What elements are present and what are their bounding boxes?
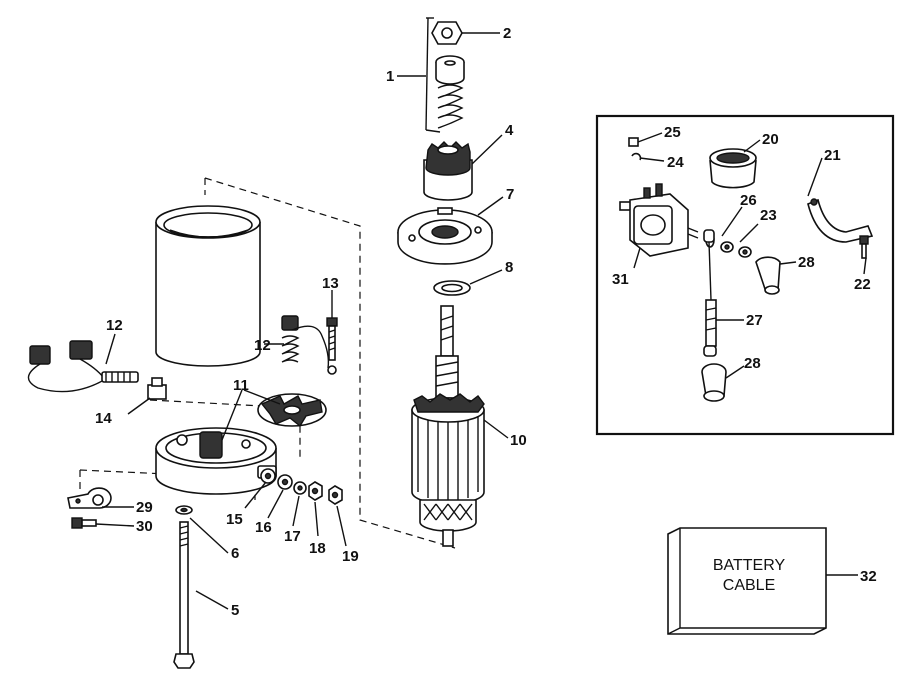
part-22-screw — [859, 235, 869, 259]
callout-7: 7 — [506, 186, 514, 203]
callout-10: 10 — [510, 432, 527, 449]
solenoid-inset-box — [595, 114, 895, 436]
part-28-elbow-boot — [755, 256, 781, 295]
callout-32: 32 — [860, 568, 877, 585]
part-7-drive-end-plate — [397, 207, 493, 265]
callout-11: 11 — [233, 377, 249, 394]
callout-23: 23 — [760, 207, 777, 224]
callout-12-right: 12 — [254, 337, 271, 354]
part-15-washer — [260, 468, 276, 484]
part-12-brush-set-left — [27, 340, 139, 393]
battery-cable-line2: CABLE — [723, 577, 775, 594]
part-6-washer — [175, 505, 193, 515]
callout-16: 16 — [255, 519, 272, 536]
callout-6: 6 — [231, 545, 239, 562]
callout-2: 2 — [503, 25, 511, 42]
part-5-through-bolt — [173, 521, 195, 669]
callout-15: 15 — [226, 511, 243, 528]
part-23-washer — [720, 241, 734, 253]
battery-cable-box: BATTERY CABLE — [667, 527, 827, 635]
part-10-armature — [411, 305, 485, 547]
part-29-clamp — [67, 487, 112, 509]
callout-22: 22 — [854, 276, 871, 293]
part-2-nut — [431, 21, 463, 45]
callout-5: 5 — [231, 602, 239, 619]
callout-29: 29 — [136, 499, 153, 516]
callout-19: 19 — [342, 548, 359, 565]
part-30-screw — [71, 517, 97, 529]
callout-24: 24 — [667, 154, 684, 171]
part-8-washer — [433, 280, 471, 296]
part-31-solenoid — [619, 183, 699, 257]
callout-30: 30 — [136, 518, 153, 535]
part-25-nut — [628, 137, 639, 147]
callout-25: 25 — [664, 124, 681, 141]
callout-18: 18 — [309, 540, 326, 557]
callout-12-left: 12 — [106, 317, 123, 334]
callout-28-upper: 28 — [798, 254, 815, 271]
part-16-washer — [277, 474, 293, 490]
callout-27: 27 — [746, 312, 763, 329]
part-17-lockwasher — [293, 481, 307, 495]
callout-20: 20 — [762, 131, 779, 148]
callout-4: 4 — [505, 122, 514, 139]
callout-8: 8 — [505, 259, 513, 276]
part-19-nut — [328, 485, 343, 505]
callout-14: 14 — [95, 410, 112, 427]
part-14-terminal-block — [147, 377, 167, 400]
part-18-nut — [308, 481, 323, 501]
leader-lines — [95, 32, 867, 610]
callout-28-lower: 28 — [744, 355, 761, 372]
callout-26: 26 — [740, 192, 757, 209]
part-28-boot-lower — [701, 363, 727, 402]
callout-13: 13 — [322, 275, 339, 292]
battery-cable-line1: BATTERY — [713, 557, 786, 574]
part-27-cable — [703, 229, 717, 357]
callout-31: 31 — [612, 271, 629, 288]
callout-1: 1 — [386, 68, 394, 85]
part-4-drive-pinion — [423, 141, 473, 201]
part-23b-washer — [738, 246, 752, 258]
callout-21: 21 — [824, 147, 841, 164]
commutator-end-cap — [155, 427, 277, 495]
part-24-washer — [631, 152, 642, 161]
callout-17: 17 — [284, 528, 301, 545]
callout-labels: 1 2 4 5 6 7 8 10 11 12 12 13 14 15 16 17… — [95, 25, 877, 619]
part-1-spacer-spring — [425, 17, 465, 133]
part-21-bracket — [807, 198, 874, 243]
part-12-brush-spring-right — [281, 315, 330, 369]
frame-housing — [155, 205, 261, 367]
part-20-boot — [709, 148, 757, 189]
part-13-screw — [326, 317, 338, 375]
